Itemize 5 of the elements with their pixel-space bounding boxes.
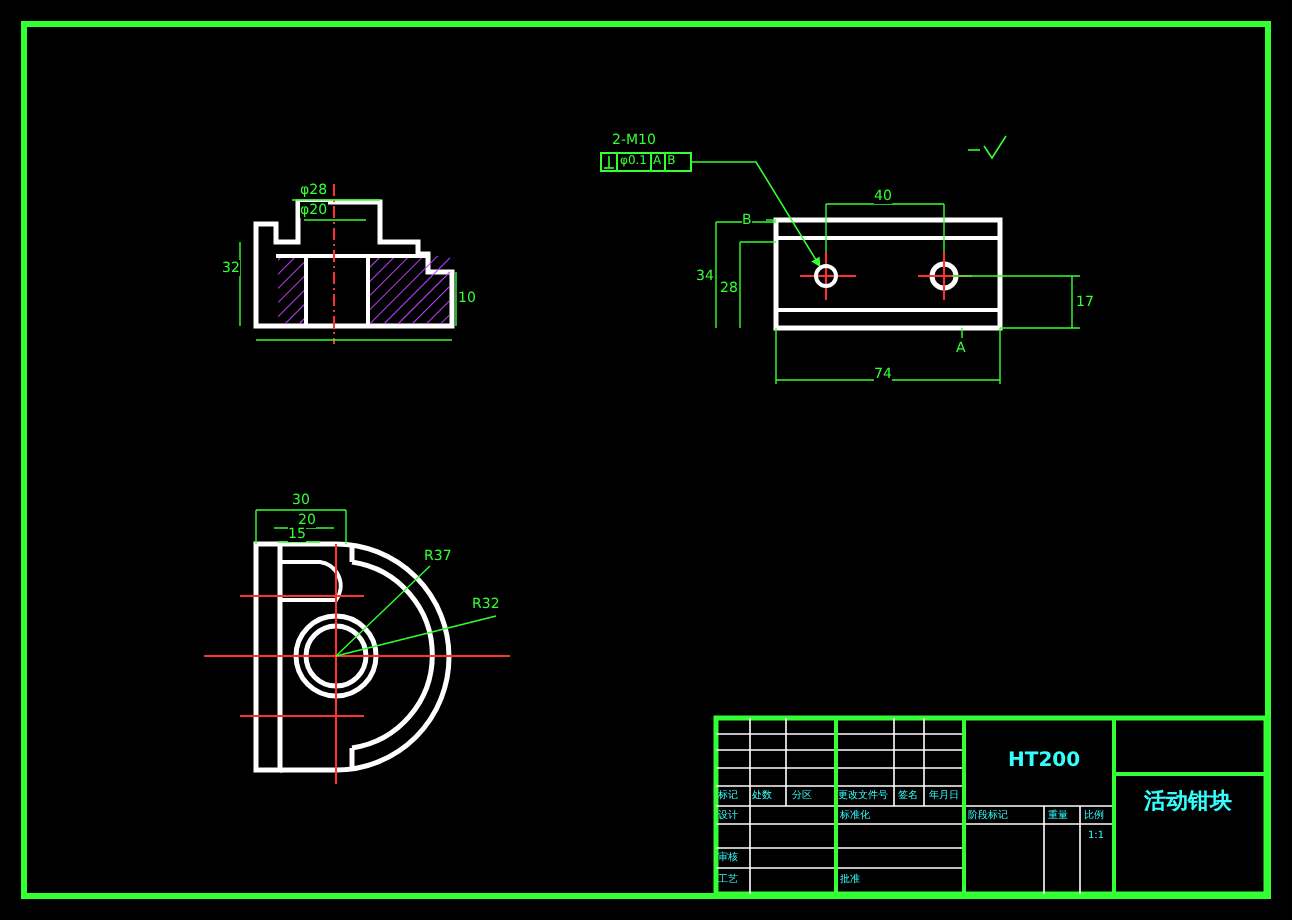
feature-control-frame [600,152,692,172]
material-label: HT200 [1008,754,1081,770]
threaded-hole [814,264,838,288]
part-name-label: 活动钳块 [1144,794,1232,810]
leader-line [689,161,821,268]
